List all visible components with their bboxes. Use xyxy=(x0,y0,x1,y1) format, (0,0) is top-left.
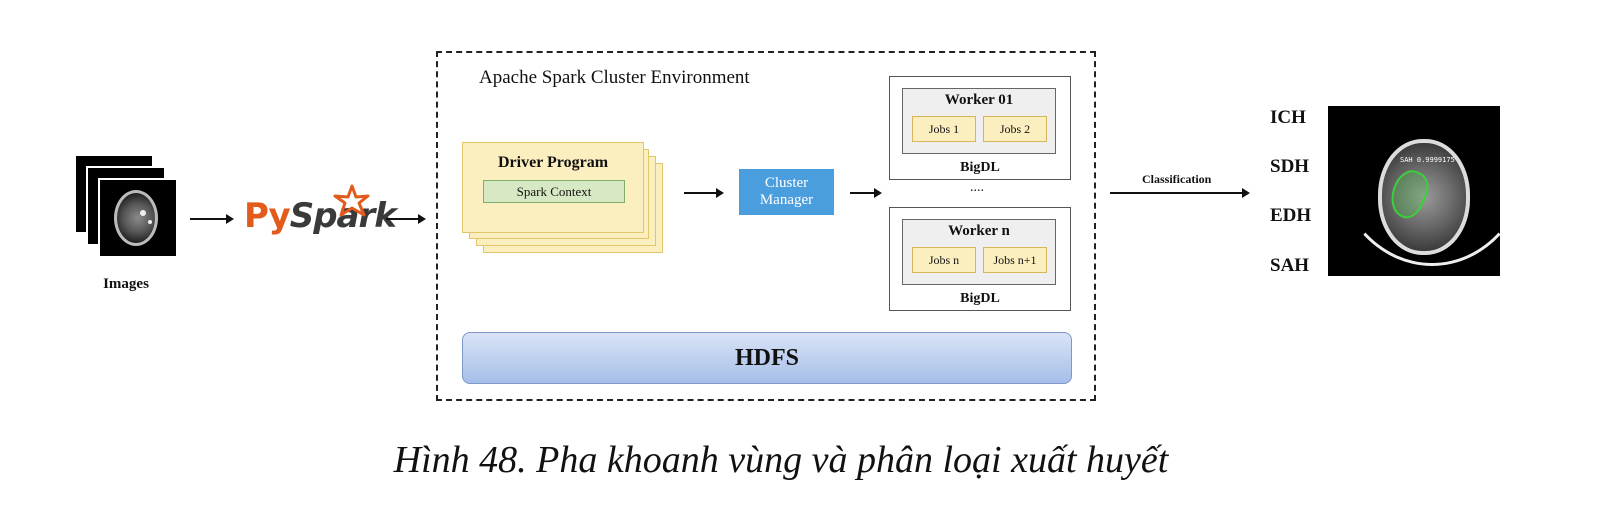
driver-program-title: Driver Program xyxy=(497,154,609,171)
ct-scanner-arc xyxy=(1332,106,1500,266)
bigdl-label: BigDL xyxy=(960,291,1000,306)
worker-node-01: Worker 01 Jobs 1 Jobs 2 BigDL xyxy=(889,76,1071,180)
driver-program: Driver Program Spark Context xyxy=(462,142,644,233)
category-label: SDH xyxy=(1270,156,1310,177)
ct-result-image: SAH 0.9999175 xyxy=(1328,106,1500,276)
classification-label: Classification xyxy=(1142,172,1212,186)
images-label: Images xyxy=(103,276,149,292)
bigdl-label: BigDL xyxy=(960,160,1000,175)
job-box: Jobs 2 xyxy=(983,116,1047,142)
arrow xyxy=(190,214,234,224)
ct-overlay-label: SAH 0.9999175 xyxy=(1400,156,1455,164)
hdfs-storage: HDFS xyxy=(462,332,1072,384)
category-label: EDH xyxy=(1270,205,1312,226)
arrow xyxy=(1110,188,1250,198)
category-label: ICH xyxy=(1270,107,1306,128)
arrow xyxy=(850,188,882,198)
job-box: Jobs n+1 xyxy=(983,247,1047,273)
spark-cluster-environment xyxy=(436,51,1096,401)
cluster-manager: Cluster Manager xyxy=(739,169,834,215)
pyspark-logo: PySpark xyxy=(244,196,397,236)
category-label: SAH xyxy=(1270,255,1310,276)
worker-title: Worker 01 xyxy=(944,92,1014,108)
worker-node-n: Worker n Jobs n Jobs n+1 BigDL xyxy=(889,207,1071,311)
cluster-manager-line1: Cluster xyxy=(764,175,809,191)
spark-context: Spark Context xyxy=(483,180,625,203)
ct-scan-thumbnail xyxy=(98,178,178,258)
arrow xyxy=(386,214,426,224)
workers-ellipsis: .... xyxy=(970,180,984,195)
job-box: Jobs n xyxy=(912,247,976,273)
arrow xyxy=(684,188,724,198)
ct-skull xyxy=(1378,139,1470,255)
worker-title: Worker n xyxy=(948,223,1010,239)
cluster-manager-line2: Manager xyxy=(759,192,814,208)
worker-panel: Worker n Jobs n Jobs n+1 xyxy=(902,219,1056,285)
cluster-title: Apache Spark Cluster Environment xyxy=(479,67,750,88)
figure-caption: Hình 48. Pha khoanh vùng và phân loại xu… xyxy=(393,439,1169,481)
job-box: Jobs 1 xyxy=(912,116,976,142)
spark-star-icon xyxy=(333,184,370,217)
pyspark-logo-py: Py xyxy=(244,196,291,236)
worker-panel: Worker 01 Jobs 1 Jobs 2 xyxy=(902,88,1056,154)
